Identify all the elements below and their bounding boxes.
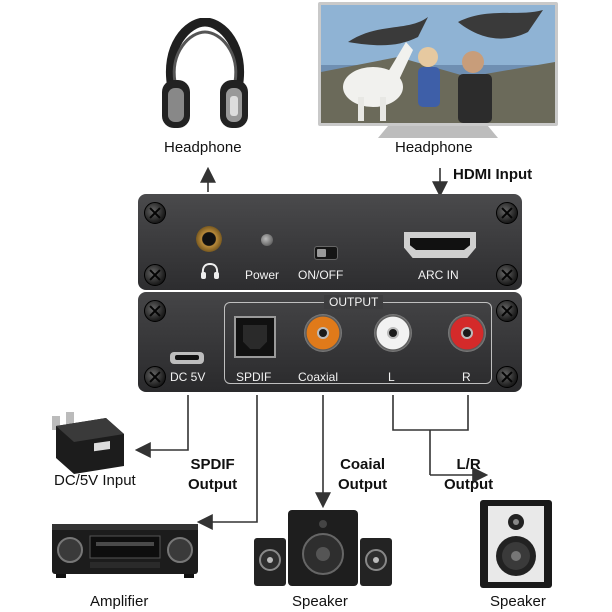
screw bbox=[144, 366, 166, 388]
power-switch[interactable] bbox=[314, 246, 338, 260]
right-label: R bbox=[462, 370, 471, 384]
screw bbox=[496, 202, 518, 224]
coaxial-output-label: Coaial Output bbox=[338, 456, 388, 493]
spdif-wire bbox=[196, 395, 258, 530]
converter-rear-panel: OUTPUT DC 5V SPDIF Coaxial L R bbox=[138, 292, 522, 392]
amplifier-icon bbox=[52, 524, 198, 578]
screw bbox=[496, 300, 518, 322]
arc-in-label: ARC IN bbox=[418, 268, 459, 282]
output-header: OUTPUT bbox=[324, 295, 384, 309]
power-label: Power bbox=[245, 268, 280, 282]
spdif-label: SPDIF bbox=[236, 370, 272, 384]
coaxial-rca-port[interactable] bbox=[304, 314, 342, 352]
spdif-port[interactable] bbox=[234, 316, 276, 358]
screw bbox=[144, 300, 166, 322]
screw bbox=[496, 264, 518, 286]
tv-icon bbox=[318, 2, 558, 138]
power-adapter-icon bbox=[52, 412, 124, 474]
speaker-icon bbox=[480, 500, 552, 588]
speaker-label-right: Speaker bbox=[490, 593, 546, 610]
on-off-label: ON/OFF bbox=[298, 268, 344, 282]
dc-wire bbox=[134, 395, 189, 458]
dc-input-label: DC/5V Input bbox=[54, 472, 136, 489]
speaker-set-icon bbox=[254, 510, 392, 586]
lr-output-label: L/R Output bbox=[444, 456, 494, 493]
lr-wire bbox=[392, 395, 469, 431]
screw bbox=[144, 264, 166, 286]
converter-front-panel: Power ON/OFF ARC IN bbox=[138, 194, 522, 290]
right-rca-port[interactable] bbox=[448, 314, 486, 352]
amplifier-label: Amplifier bbox=[90, 593, 149, 610]
headphone-icon bbox=[162, 18, 248, 128]
micro-usb-port[interactable] bbox=[170, 352, 204, 364]
headphone-label-right: Headphone bbox=[395, 139, 473, 156]
hdmi-port[interactable] bbox=[404, 232, 476, 258]
spdif-output-label: SPDIF Output bbox=[188, 456, 238, 493]
left-rca-port[interactable] bbox=[374, 314, 412, 352]
coaxial-label: Coaxial bbox=[298, 370, 339, 384]
headphone-jack[interactable] bbox=[196, 226, 222, 252]
screw bbox=[144, 202, 166, 224]
hdmi-input-label: HDMI Input bbox=[453, 166, 533, 183]
headphone-jack-icon bbox=[201, 262, 219, 279]
left-label: L bbox=[388, 370, 395, 384]
power-led bbox=[261, 234, 273, 246]
headphone-label-left: Headphone bbox=[164, 139, 242, 156]
dc5v-label: DC 5V bbox=[170, 370, 206, 384]
screw bbox=[496, 366, 518, 388]
speaker-label-mid: Speaker bbox=[292, 593, 348, 610]
